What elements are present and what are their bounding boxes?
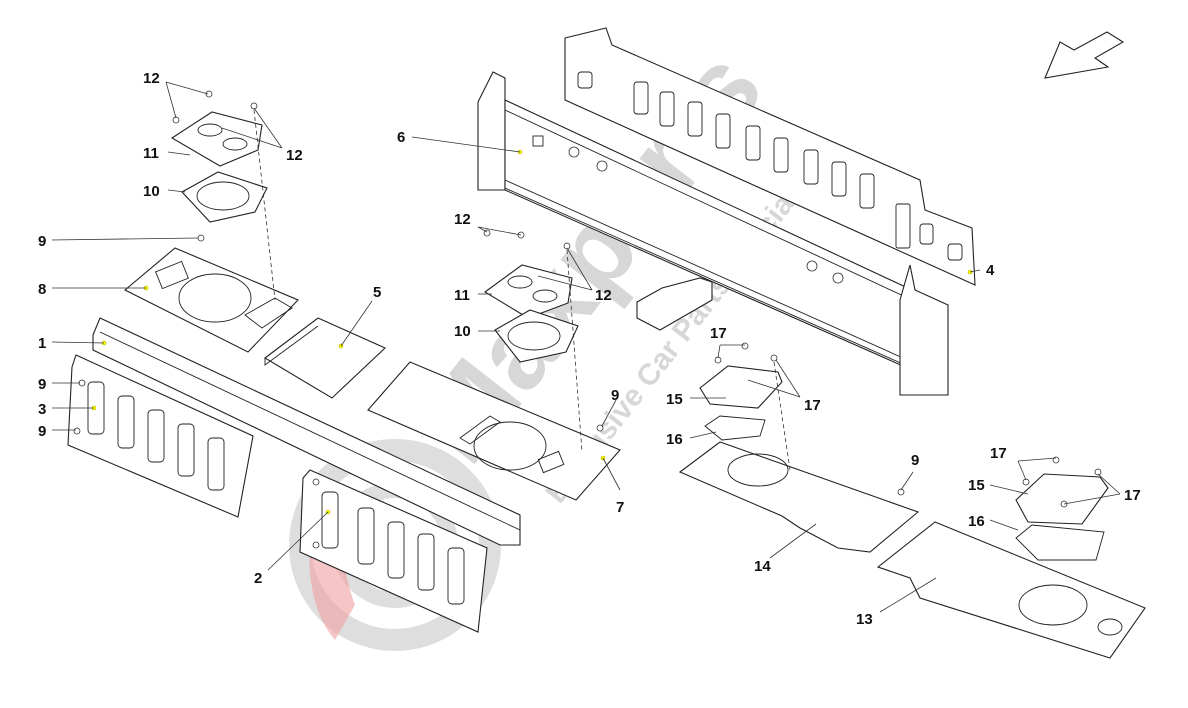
part-4-rear-panel [564,27,976,286]
callout-10[interactable]: 10 [454,323,471,340]
callout-6[interactable]: 6 [397,129,405,146]
part-8-plate [124,247,299,353]
callout-12[interactable]: 12 [143,70,160,87]
callout-10[interactable]: 10 [143,183,160,200]
callout-15[interactable]: 15 [666,391,683,408]
part-10-gasket-center [494,309,579,363]
callout-9[interactable]: 9 [38,423,46,440]
callout-1[interactable]: 1 [38,335,46,352]
part-13-floor-plate [876,521,1146,659]
part-6-crossmember [477,71,949,396]
callout-15[interactable]: 15 [968,477,985,494]
part-1-beam [92,317,521,546]
callout-9[interactable]: 9 [611,387,619,404]
callout-5[interactable]: 5 [373,284,381,301]
callout-13[interactable]: 13 [856,611,873,628]
callout-9[interactable]: 9 [38,376,46,393]
callout-3[interactable]: 3 [38,401,46,418]
callout-9[interactable]: 9 [38,233,46,250]
arrow-down-left-icon [1044,31,1125,79]
part-15-cover-center [699,365,783,409]
callout-9[interactable]: 9 [911,452,919,469]
callout-16[interactable]: 16 [666,431,683,448]
callout-16[interactable]: 16 [968,513,985,530]
callout-12[interactable]: 12 [595,287,612,304]
panel-slots [577,71,963,261]
callout-12[interactable]: 12 [454,211,471,228]
part-11-cover-plate-left [170,111,263,167]
part-10-gasket-left [181,171,268,223]
part-11-cover-plate-center [484,264,573,319]
callout-7[interactable]: 7 [616,499,624,516]
callout-labels: 12 11 12 10 9 8 1 9 3 9 5 6 4 12 11 12 1… [38,70,1141,628]
callout-14[interactable]: 14 [754,558,771,575]
part-15-cover-right [1015,473,1109,525]
callout-11[interactable]: 11 [143,145,159,162]
callout-17[interactable]: 17 [990,445,1007,462]
callout-17[interactable]: 17 [804,397,821,414]
part-16-seal-right [1015,524,1105,561]
callout-4[interactable]: 4 [986,262,995,279]
callout-2[interactable]: 2 [254,570,262,587]
part-14-floor-plate [678,441,920,553]
callout-8[interactable]: 8 [38,281,46,298]
part-7-plate [367,361,621,501]
part-16-seal-center [704,415,766,441]
callout-12[interactable]: 12 [286,147,303,164]
part-3-slot-panel [67,354,254,518]
callout-11[interactable]: 11 [454,287,470,304]
callout-17[interactable]: 17 [1124,487,1141,504]
leader-lines [51,81,1121,613]
callout-17[interactable]: 17 [710,325,727,342]
part-5-bracket [264,317,386,399]
